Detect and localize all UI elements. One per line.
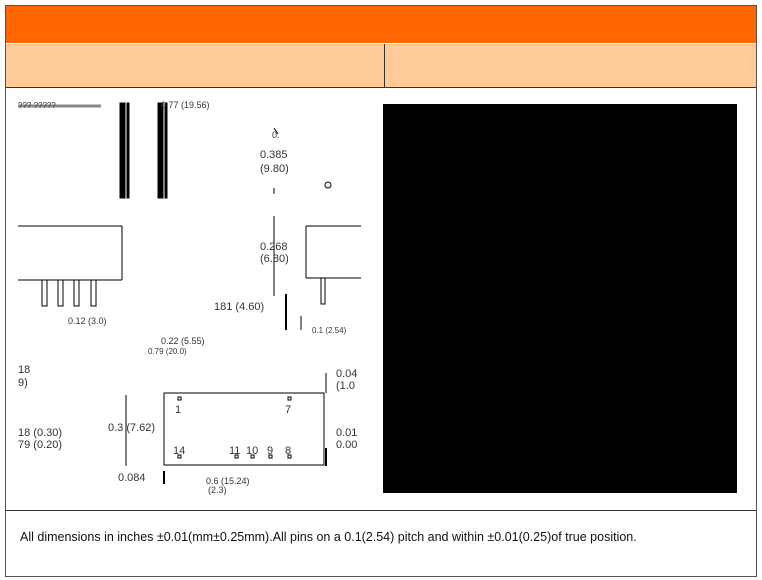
top-dim-label: 0.77 (19.56)	[161, 100, 210, 110]
height-upper-label: 0.385	[260, 149, 288, 161]
side-left-bottom-label: 0.12 (3.0)	[68, 316, 107, 326]
mid-garbled-label-2: 0.79 (20.0)	[148, 347, 187, 356]
table-subheader-bar	[6, 44, 756, 87]
pin-7-label: 7	[285, 404, 291, 416]
bottom-left-dim-label: 0.084	[118, 472, 146, 484]
pin-diameter-label-2: 79 (0.20)	[18, 439, 62, 451]
redacted-image-panel	[383, 104, 737, 493]
side-height-label: 0.268	[260, 241, 288, 253]
pin-8-label: 8	[285, 445, 291, 457]
top-garbled-label: ??? ?????	[18, 101, 56, 110]
row-separator-bottom	[6, 510, 756, 511]
pin-10-label: 10	[246, 445, 258, 457]
width-dim-label: 0.3 (7.62)	[108, 422, 155, 434]
pin-diameter-label-1: 18 (0.30)	[18, 427, 62, 439]
row-separator-top	[6, 87, 756, 88]
pin-14-label: 14	[173, 445, 185, 457]
bottom-center-dim-label: 0.6 (15.24)	[206, 476, 250, 486]
left-cut-label-2: 9)	[18, 377, 28, 389]
pin-11-label: 11	[229, 445, 240, 457]
mid-garbled-label-1: 0.22 (5.55)	[161, 336, 205, 346]
right-cut-label-4: 0.00	[336, 439, 357, 451]
mid-right-label: 0.1 (2.54)	[312, 326, 347, 335]
column-divider	[384, 44, 385, 87]
right-cut-label-3: 0.01	[336, 427, 357, 439]
table-header-bar	[6, 6, 756, 43]
height-upper-mm-label: (9.80)	[260, 163, 289, 175]
bottom-center-dim-label-2: (2.3)	[208, 485, 227, 495]
pin-1-label: 1	[175, 404, 181, 416]
mechanical-drawing: ??? ????? 0.77 (19.56) 0. 0.385 (9.80) 0…	[18, 100, 361, 495]
right-cut-label-1: 0.04	[336, 368, 357, 380]
right-cut-label-2: (1.0	[336, 380, 355, 392]
dimension-note: All dimensions in inches ±0.01(mm±0.25mm…	[20, 530, 637, 544]
side-view	[18, 216, 361, 330]
pin-label-top: 0.	[272, 130, 280, 140]
side-height-mm-label: (6.80)	[260, 253, 289, 265]
pin-9-label: 9	[267, 445, 273, 457]
side-bottom-label: 181 (4.60)	[214, 301, 264, 313]
bottom-view	[125, 373, 327, 484]
top-view	[18, 102, 332, 199]
left-cut-label-1: 18	[18, 364, 30, 376]
